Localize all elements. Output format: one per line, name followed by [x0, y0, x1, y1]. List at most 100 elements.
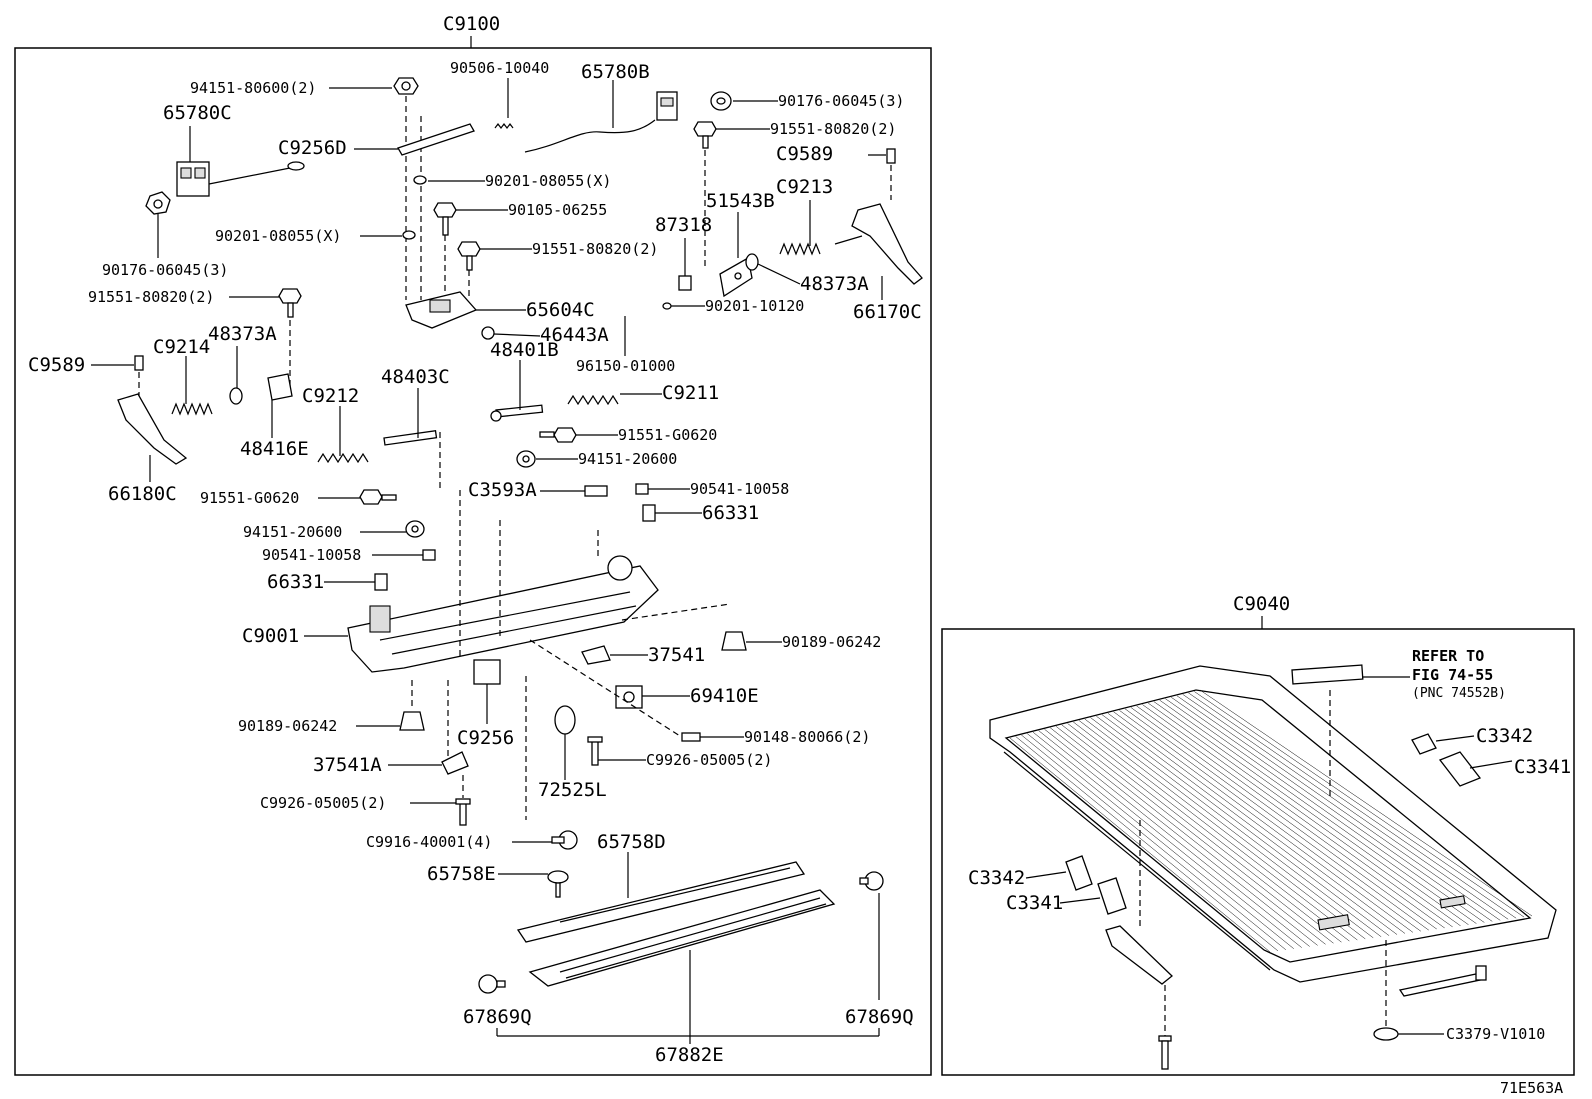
clip-c9589-right	[886, 148, 896, 164]
callout-c9212: C9212	[302, 385, 359, 407]
cap-67869q-b	[859, 871, 884, 891]
hatch-line	[1084, 718, 1374, 939]
hatch-line	[1021, 734, 1287, 951]
hatch-line	[1194, 691, 1525, 918]
screw-c9926-05005-a	[587, 736, 603, 766]
floor-panel-c9040	[989, 665, 1557, 983]
bracket-c9256	[473, 659, 501, 685]
callout-67869q-b: 67869Q	[845, 1006, 914, 1028]
callout-90189-06242-b: 90189-06242	[238, 717, 337, 735]
callout-65780b: 65780B	[581, 61, 650, 83]
callout-90506-10040: 90506-10040	[450, 59, 549, 77]
hatch-line	[1165, 698, 1485, 923]
refer-note-line1: REFER TO	[1412, 647, 1484, 665]
frame-c9001	[347, 555, 659, 673]
callout-90148-80066: 90148-80066(2)	[744, 728, 870, 746]
bracket-bottom-left	[1105, 925, 1173, 985]
hatch-line	[1061, 724, 1342, 943]
callout-c9926-05005-a: C9926-05005(2)	[646, 751, 772, 769]
group-code-left: C9100	[443, 13, 500, 35]
callout-94151-20600-b: 94151-20600	[243, 523, 342, 541]
hatch-line	[1148, 702, 1461, 927]
callout-90201-10120: 90201-10120	[705, 297, 804, 315]
bolt-91551-g0620-b	[359, 489, 397, 505]
nut-94151-20600-b	[405, 520, 425, 538]
clip-c9589-left	[134, 355, 144, 371]
callout-91551-80820-left: 91551-80820(2)	[88, 288, 214, 306]
bracket-37541a	[441, 751, 469, 775]
bracket-c3342-left	[1065, 855, 1093, 891]
callout-90189-06242-a: 90189-06242	[782, 633, 881, 651]
hatch-line	[1073, 721, 1358, 941]
screw-bottom-left	[1158, 1035, 1172, 1070]
callout-66331-a: 66331	[702, 502, 759, 524]
screw-c9926-05005-b	[455, 798, 471, 826]
callout-c3593a: C3593A	[468, 479, 537, 501]
callout-87318: 87318	[655, 214, 712, 236]
hatch-line	[1142, 704, 1453, 928]
callout-c9256: C9256	[457, 727, 514, 749]
floor-panel-hatching	[1009, 689, 1533, 953]
callout-c9213: C9213	[776, 176, 833, 198]
bolt-91551-g0620-a	[539, 427, 577, 443]
bracket-c3341-right	[1438, 751, 1482, 787]
callout-48416e: 48416E	[240, 438, 309, 460]
washer-48373a-left	[229, 387, 243, 405]
washer-90201-10120	[662, 302, 672, 310]
rail-67882e	[528, 889, 836, 987]
washer-48373a-right	[745, 253, 759, 271]
bumper-66331-a	[642, 504, 656, 522]
hatch-line	[1032, 731, 1302, 948]
panel-frame-right	[941, 628, 1575, 1076]
callout-72525l: 72525L	[538, 779, 607, 801]
callout-c9916-40001: C9916-40001(4)	[366, 833, 492, 851]
nut-90176-06045-left	[145, 191, 171, 215]
callout-90176-06045-left: 90176-06045(3)	[102, 261, 228, 279]
nut-94151-20600-a	[516, 450, 536, 468]
hatch-line	[1176, 695, 1501, 921]
bracket-69410e	[615, 685, 643, 709]
hatch-line	[1015, 736, 1279, 952]
refer-note-line3: (PNC 74552B)	[1412, 686, 1506, 701]
callout-69410e: 69410E	[690, 685, 759, 707]
callout-c9256d: C9256D	[278, 137, 347, 159]
hatch-line	[1171, 697, 1493, 922]
hatch-line	[1055, 726, 1334, 944]
hatch-line	[1182, 694, 1509, 920]
bracket-37541	[581, 645, 611, 665]
callout-94151-80600: 94151-80600(2)	[190, 79, 316, 97]
screw-90148-80066	[681, 732, 701, 742]
bolt-91551-80820-mid	[457, 241, 481, 271]
callout-90201-08055-a: 90201-08055(X)	[485, 172, 611, 190]
refer-note-tag	[1291, 664, 1364, 685]
bracket-c3341-left	[1097, 877, 1127, 915]
callout-90201-08055-b: 90201-08055(X)	[215, 227, 341, 245]
hatch-line	[1199, 689, 1533, 917]
bumper-66331-b	[374, 573, 388, 591]
panel-frame-left	[14, 47, 932, 1076]
hatch-line	[1078, 720, 1366, 940]
callout-90541-10058-b: 90541-10058	[262, 546, 361, 564]
washer-90201-08055-a	[413, 175, 427, 185]
bracket-48416e	[267, 373, 293, 401]
callout-66331-b: 66331	[267, 571, 324, 593]
callout-c9214: C9214	[153, 336, 210, 358]
hatch-line	[1096, 715, 1390, 936]
callout-66170c: 66170C	[853, 301, 922, 323]
cap-90541-10058-b	[422, 549, 436, 561]
hatch-line	[1125, 708, 1429, 931]
callout-66180c: 66180C	[108, 483, 177, 505]
spring-c9214	[171, 402, 213, 416]
hatch-line	[1153, 701, 1469, 925]
nut-94151-80600	[393, 77, 419, 95]
callout-67869q-a: 67869Q	[463, 1006, 532, 1028]
lever-66170c	[834, 203, 923, 285]
hatch-line	[1027, 733, 1294, 949]
rod-48401b	[490, 404, 544, 422]
callout-c3341-left: C3341	[1006, 892, 1063, 914]
callout-37541a: 37541A	[313, 754, 382, 776]
callout-c9211: C9211	[662, 382, 719, 404]
callout-c3341-right: C3341	[1514, 756, 1571, 778]
nut-46443a	[481, 326, 495, 340]
callout-65604c: 65604C	[526, 299, 595, 321]
